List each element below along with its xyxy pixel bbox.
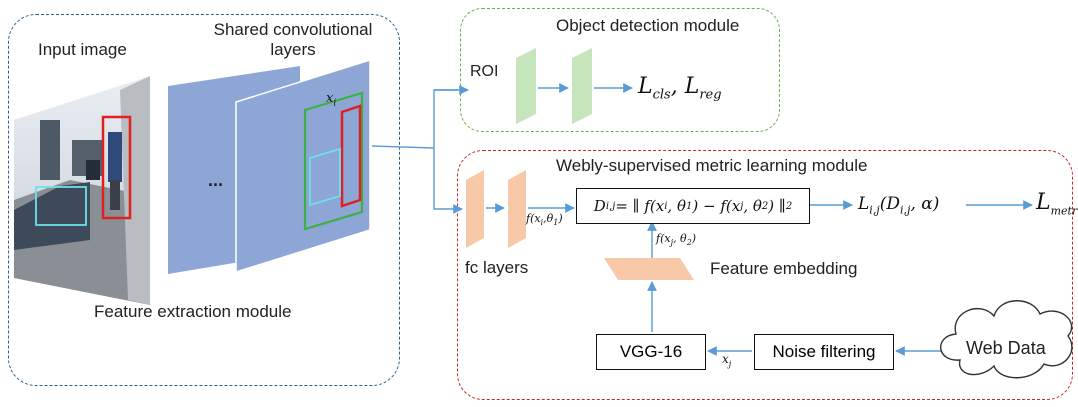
lij-label: Li,j(Di,j, α) <box>858 194 939 216</box>
lmetric-symbol: L <box>1036 190 1051 215</box>
distance-rhs-sub3: j <box>740 200 744 212</box>
shared-conv-label-line1: Shared convolutional <box>213 20 373 39</box>
feature-embedding-label: Feature embedding <box>710 259 858 278</box>
lij-symbol: L <box>858 194 870 214</box>
loss-cls-subscript: cls <box>652 87 671 103</box>
f-xj-label: f(xj, θ2) <box>656 232 696 247</box>
lij-sub: i,j <box>869 203 880 217</box>
xi-symbol: x <box>326 91 334 106</box>
web-data-label: Web Data <box>966 338 1046 358</box>
lmetric-sub: metric <box>1050 204 1078 218</box>
xi-subscript: i <box>333 98 337 109</box>
feature-extraction-title: Feature extraction module <box>94 302 292 321</box>
input-image-label: Input image <box>38 40 127 59</box>
fc-layer-2 <box>508 170 526 248</box>
distance-rhs-mid2: ) − f(x <box>692 197 741 215</box>
f-xi-text: f(x <box>526 212 541 225</box>
xj-symbol: x <box>722 352 729 366</box>
green-roi-box <box>303 91 364 231</box>
branch-line <box>371 89 458 149</box>
detection-loss-label: Lcls, Lreg <box>638 74 722 102</box>
f-xi-close: ) <box>558 212 563 225</box>
distance-rhs-mid: , θ <box>667 197 686 215</box>
f-xj-close: ) <box>691 232 697 245</box>
xj-label: xj <box>722 352 731 368</box>
metric-learning-title: Webly-supervised metric learning module <box>556 156 868 175</box>
distance-rhs-sub2: 1 <box>686 200 693 212</box>
street-photo-icon <box>14 76 150 305</box>
lij-args-end: , α) <box>910 194 940 214</box>
xi-label: xi <box>326 91 336 109</box>
loss-reg-symbol: , L <box>670 74 700 99</box>
f-xi-theta-sub: 1 <box>553 218 559 228</box>
fc-layers-label: fc layers <box>465 258 529 277</box>
cyan-roi-box <box>309 147 341 207</box>
xj-sub: j <box>728 359 732 369</box>
distance-rhs-end: ) ∥ <box>768 197 786 215</box>
fc-layer-1 <box>466 170 484 248</box>
lij-args: (D <box>879 194 900 214</box>
shared-conv-label-line2: layers <box>270 40 316 59</box>
object-detection-title: Object detection module <box>556 16 740 35</box>
f-xj-sub: j <box>670 238 674 248</box>
distance-d: D <box>593 197 606 215</box>
f-xi-theta: ,θ <box>543 212 554 225</box>
red-roi-box <box>340 104 362 208</box>
f-xi-sub: i <box>540 218 544 228</box>
noise-filtering-box: Noise filtering <box>754 334 894 370</box>
loss-reg-subscript: reg <box>699 87 722 103</box>
cloud-icon <box>940 300 1073 379</box>
loss-cls-symbol: L <box>638 74 653 99</box>
ellipsis: ... <box>208 170 224 190</box>
distance-rhs-sub4: 2 <box>761 200 769 212</box>
branch-line-metric <box>433 148 463 214</box>
f-xi-label: f(xi,θ1) <box>526 212 563 227</box>
metric-learning-module-box <box>457 150 1073 400</box>
noise-filtering-label: Noise filtering <box>772 342 876 361</box>
lij-args-sub: i,j <box>900 203 911 217</box>
distance-d-sub: i,j <box>605 200 616 212</box>
vgg16-label: VGG-16 <box>619 342 683 361</box>
det-layer-2 <box>572 48 592 124</box>
vgg16-box: VGG-16 <box>596 334 706 370</box>
roi-label: ROI <box>470 63 499 80</box>
embedding-layer <box>604 258 694 280</box>
lmetric-label: Lmetric <box>1036 190 1078 217</box>
det-layer-1 <box>516 48 536 124</box>
distance-rhs-sub5: 2 <box>785 200 793 212</box>
f-xj-text: f(x <box>656 232 671 245</box>
object-detection-module-box <box>460 8 780 132</box>
distance-rhs-mid3: , θ <box>743 197 762 215</box>
distance-rhs-sub1: i <box>664 200 668 212</box>
feature-extraction-module-box <box>8 14 400 386</box>
shared-conv-label: Shared convolutional layers <box>198 20 388 60</box>
f-xj-sub2: 2 <box>686 238 692 248</box>
distance-rhs: = ∥ f(x <box>615 197 665 215</box>
f-xj-mid: , θ <box>673 232 687 245</box>
